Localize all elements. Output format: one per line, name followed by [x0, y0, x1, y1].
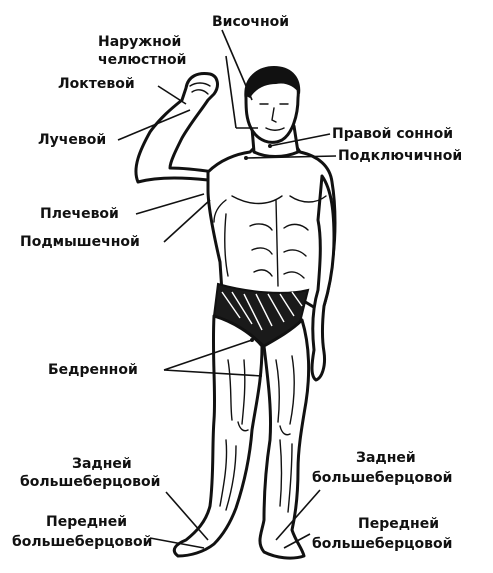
label-post-tibial-left-line1: Задней — [72, 456, 132, 472]
label-femoral: Бедренной — [48, 362, 138, 378]
leader-ulnar — [158, 86, 186, 104]
label-ant-tibial-right-line2: большеберцовой — [312, 536, 452, 552]
label-ant-tibial-left-line2: большеберцовой — [12, 534, 152, 550]
label-temporal: Височной — [212, 14, 289, 30]
dot-subclavian — [244, 156, 248, 160]
dot-carotid — [268, 144, 272, 148]
label-mandibular-line2: челюстной — [98, 52, 186, 68]
label-post-tibial-right-line2: большеберцовой — [312, 470, 452, 486]
dot-femoral — [250, 338, 254, 342]
label-brachial: Плечевой — [40, 206, 119, 222]
label-carotid: Правой сонной — [332, 126, 453, 142]
leader-brachial — [136, 194, 204, 214]
label-ulnar: Локтевой — [58, 76, 135, 92]
label-ant-tibial-left-line1: Передней — [46, 514, 127, 530]
label-subclavian: Подключичной — [338, 148, 462, 164]
human-figure — [136, 66, 335, 558]
right-leg — [260, 320, 309, 558]
label-post-tibial-right-line1: Задней — [356, 450, 416, 466]
label-post-tibial-left-line2: большеберцовой — [20, 474, 160, 490]
leader-axillary — [164, 200, 210, 242]
label-radial: Лучевой — [38, 132, 106, 148]
leader-post-tibial-left — [166, 492, 208, 540]
label-ant-tibial-right-line1: Передней — [358, 516, 439, 532]
label-axillary: Подмышечной — [20, 234, 140, 250]
label-mandibular-line1: Наружной — [98, 34, 181, 50]
leader-mandibular — [226, 56, 236, 128]
